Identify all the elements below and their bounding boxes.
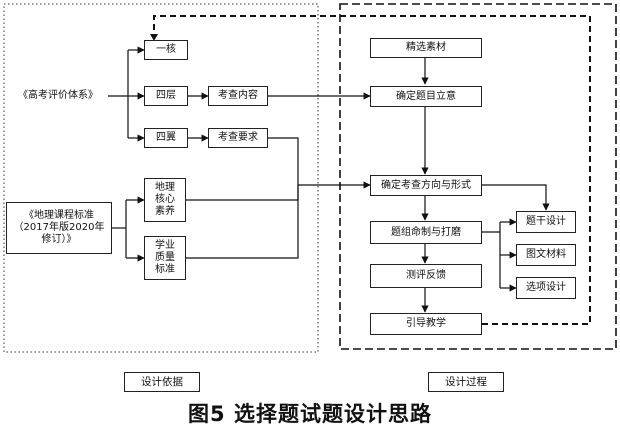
guide-teaching-text: 引导教学	[406, 318, 446, 329]
basis-section-label: 设计依据	[124, 372, 200, 392]
xueye-zhiliang-text: 学业 质量 标准	[155, 240, 175, 275]
define-direction-text: 确定考查方向与形式	[381, 179, 471, 191]
graphic-material-box: 图文材料	[516, 244, 576, 266]
select-material-box: 精选素材	[370, 38, 482, 58]
standard-connectors	[112, 196, 145, 262]
yihe-box: 一核	[144, 40, 188, 60]
test-feedback-text: 测评反馈	[406, 270, 446, 281]
curriculum-standard-box: 《地理课程标准 （2017年版2020年 修订）》	[6, 202, 112, 254]
test-feedback-box: 测评反馈	[370, 264, 482, 288]
kaocha-content-box: 考查内容	[208, 86, 268, 106]
define-intent-box: 确定题目立意	[370, 86, 482, 107]
graphic-material-text: 图文材料	[526, 249, 566, 260]
siyi-box: 四翼	[144, 128, 188, 148]
basis-region-border	[3, 3, 319, 353]
gaokao-system-label: 《高考评价体系》	[8, 86, 108, 106]
stem-design-box: 题干设计	[516, 211, 576, 233]
dili-hexin-box: 地理 核心 素养	[144, 178, 186, 222]
sieceng-box: 四层	[144, 86, 188, 106]
layer-wing-connectors	[188, 92, 209, 142]
compose-subitem-connectors	[482, 218, 517, 292]
define-intent-text: 确定题目立意	[396, 90, 456, 102]
merge-connectors	[186, 137, 371, 259]
kaocha-requirement-box: 考查要求	[208, 128, 268, 148]
option-design-box: 选项设计	[516, 277, 576, 299]
guide-teaching-box: 引导教学	[370, 313, 482, 335]
sieceng-text: 四层	[156, 90, 176, 101]
gaokao-connectors	[108, 46, 145, 142]
process-section-label: 设计过程	[428, 372, 504, 392]
curriculum-standard-text: 《地理课程标准 （2017年版2020年 修订）》	[13, 210, 105, 245]
define-direction-box: 确定考查方向与形式	[370, 175, 482, 196]
kaocha-content-text: 考查内容	[218, 90, 258, 101]
yihe-text: 一核	[156, 44, 176, 55]
stem-design-text: 题干设计	[526, 216, 566, 227]
option-design-text: 选项设计	[526, 282, 566, 293]
compose-polish-box: 题组命制与打磨	[370, 221, 482, 244]
feedback-loop-dashed	[153, 15, 591, 325]
select-material-text: 精选素材	[406, 42, 446, 53]
xueye-zhiliang-box: 学业 质量 标准	[144, 236, 186, 280]
process-section-text: 设计过程	[445, 376, 487, 388]
dili-hexin-text: 地理 核心 素养	[155, 182, 175, 217]
gaokao-system-text: 《高考评价体系》	[18, 90, 98, 101]
figure-caption: 图5 选择题试题设计思路	[188, 402, 432, 426]
siyi-text: 四翼	[156, 132, 176, 143]
direction-to-stem-arrow	[482, 184, 550, 211]
compose-polish-text: 题组命制与打磨	[391, 226, 461, 238]
process-region-border	[339, 3, 617, 350]
kaocha-requirement-text: 考查要求	[218, 132, 258, 143]
basis-section-text: 设计依据	[141, 376, 183, 388]
